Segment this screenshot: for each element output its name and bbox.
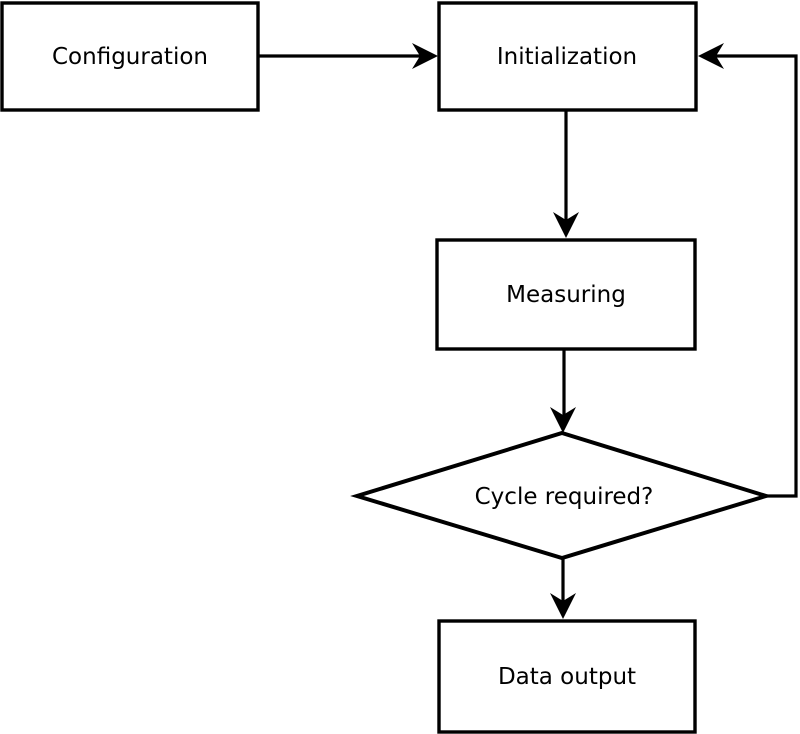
node-configuration: Configuration — [0, 1, 260, 112]
node-configuration-box — [0, 1, 260, 112]
arrowhead-down-icon — [550, 593, 576, 619]
arrowhead-down-icon — [550, 407, 576, 433]
edge-initialization-to-measuring — [553, 110, 579, 238]
node-cycle-required: Cycle required? — [350, 430, 773, 561]
node-measuring: Measuring — [435, 238, 697, 351]
node-data-output: Data output — [437, 619, 697, 734]
node-cycle-required-label: Cycle required? — [475, 484, 654, 510]
edge-configuration-to-initialization — [258, 43, 438, 69]
arrowhead-left-icon — [698, 43, 724, 69]
node-data-output-label: Data output — [498, 664, 636, 690]
edge-cycle-required-to-initialization-feedback — [698, 43, 798, 498]
node-data-output-box — [437, 619, 697, 734]
node-initialization-box — [437, 1, 698, 112]
node-measuring-box — [435, 238, 697, 351]
edge-line — [715, 54, 798, 498]
node-measuring-label: Measuring — [506, 282, 626, 308]
node-configuration-label: Configuration — [52, 44, 208, 70]
edge-measuring-to-cycle-required — [550, 349, 576, 433]
arrowhead-right-icon — [412, 43, 438, 69]
node-cycle-required-diamond — [350, 430, 773, 561]
node-initialization: Initialization — [437, 1, 698, 112]
edge-cycle-required-to-data-output — [550, 558, 576, 619]
node-initialization-label: Initialization — [497, 44, 637, 70]
arrowhead-down-icon — [553, 212, 579, 238]
